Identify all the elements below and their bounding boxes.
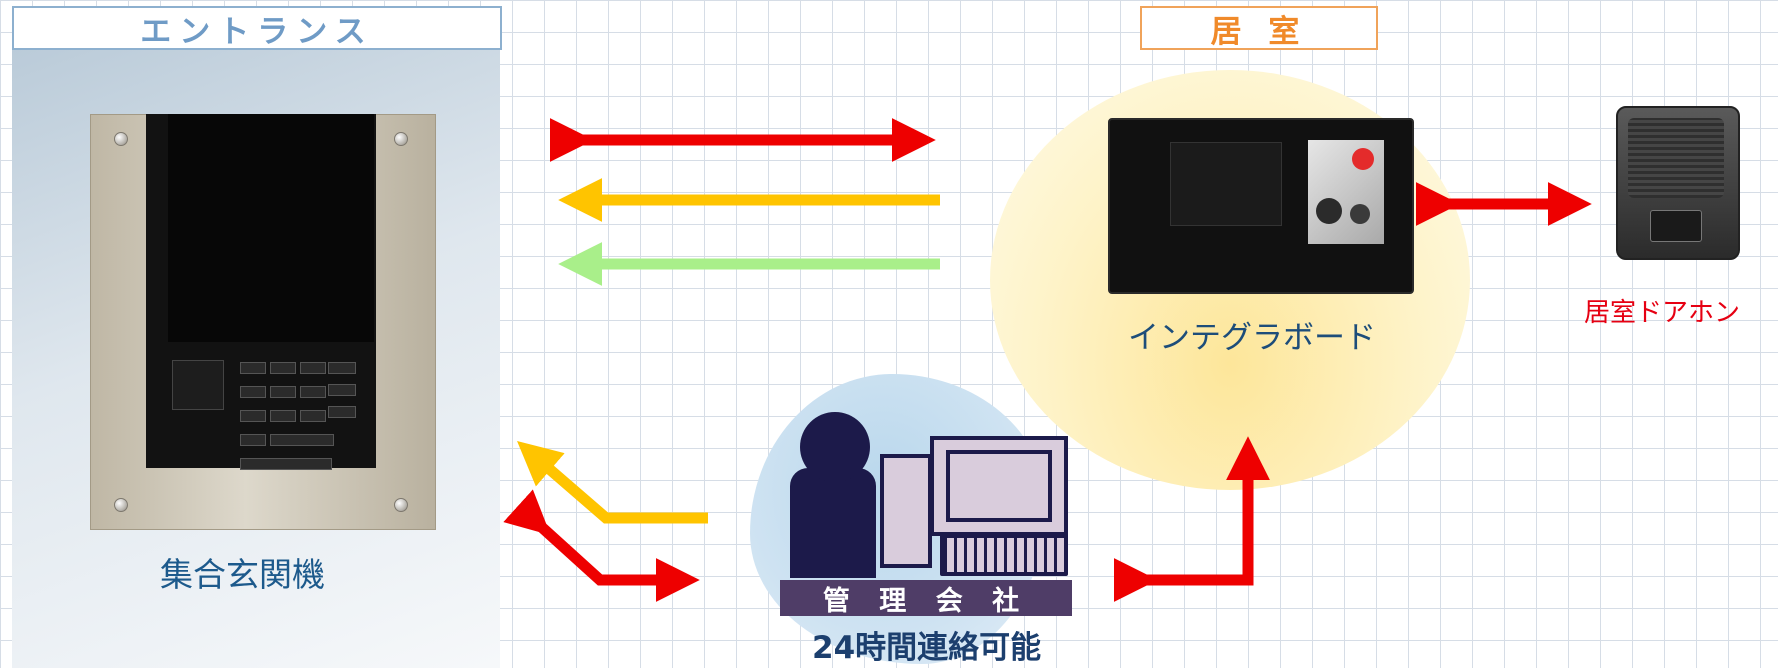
board-talk-button-icon xyxy=(1316,198,1342,224)
availability-label: 24時間連絡可能 xyxy=(812,630,1042,666)
entrance-device-caption: 集合玄関機 xyxy=(160,555,325,594)
entrance-side-keys xyxy=(328,362,356,428)
card-reader-icon xyxy=(172,360,224,410)
board-red-button-icon xyxy=(1352,148,1374,170)
monitor-screen-icon xyxy=(946,450,1052,522)
management-board-red-arrow xyxy=(1113,436,1270,602)
management-company-label: 管 理 会 社 xyxy=(780,580,1072,617)
management-entrance-red-arrow xyxy=(503,489,700,602)
keyboard-icon xyxy=(940,534,1068,576)
entrance-section-label: エントランス xyxy=(12,6,502,50)
management-to-entrance-yellow-arrow xyxy=(517,441,708,524)
entrance-keypad xyxy=(240,360,360,480)
doorphone-call-button-icon xyxy=(1650,210,1702,242)
screw-icon xyxy=(394,498,408,512)
room-section-label: 居 室 xyxy=(1140,6,1378,50)
person-icon xyxy=(790,468,876,578)
screw-icon xyxy=(114,132,128,146)
board-unlock-button-icon xyxy=(1350,204,1370,224)
doorphone-speaker-grill xyxy=(1628,118,1724,198)
entrance-device-screen xyxy=(168,114,374,342)
screw-icon xyxy=(114,498,128,512)
integrated-board-screen xyxy=(1170,142,1282,226)
screw-icon xyxy=(394,132,408,146)
person-head-icon xyxy=(800,412,870,482)
integrated-board-caption: インテグラボード xyxy=(1128,320,1376,356)
room-doorphone-caption: 居室ドアホン xyxy=(1584,298,1741,328)
